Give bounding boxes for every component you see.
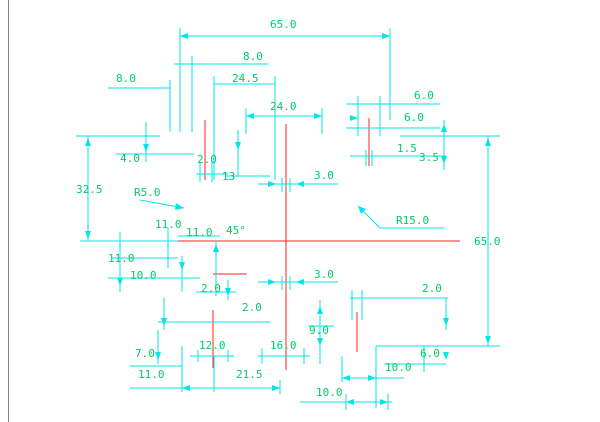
- dim-6-0-a: 6.0: [414, 89, 434, 102]
- arrowheads: [85, 33, 491, 405]
- dim-21-5: 21.5: [236, 368, 263, 381]
- dim-12-0: 12.0: [199, 339, 226, 352]
- dim-10-0-c: 10.0: [316, 386, 343, 399]
- dim-6-0-b: 6.0: [404, 111, 424, 124]
- dim-6-0-c: 6.0: [420, 347, 440, 360]
- dim-13: 13: [222, 170, 235, 183]
- dim-2-0-c: 2.0: [422, 282, 442, 295]
- dim-3-5: 3.5: [419, 151, 439, 164]
- dim-11-0-d: 11.0: [138, 368, 165, 381]
- dim-7-0: 7.0: [135, 347, 155, 360]
- dim-32-5: 32.5: [76, 183, 103, 196]
- dim-65-top: 65.0: [270, 18, 297, 31]
- angle-45: 45°: [226, 224, 246, 237]
- dim-16-0: 16.0: [270, 339, 297, 352]
- dim-9-0: 9.0: [309, 324, 329, 337]
- dimension-labels: 65.0 8.0 8.0 24.5 24.0 6.0 6.0 4.0 2.0 1…: [76, 18, 501, 399]
- dim-2-0-a: 2.0: [197, 153, 217, 166]
- dim-65-right: 65.0: [474, 235, 501, 248]
- dim-8-left: 8.0: [116, 72, 136, 85]
- radius-5: R5.0: [134, 186, 161, 199]
- dim-1-5: 1.5: [397, 142, 417, 155]
- dim-3-0-a: 3.0: [314, 169, 334, 182]
- dim-3-0-b: 3.0: [314, 268, 334, 281]
- dim-24-0: 24.0: [270, 100, 297, 113]
- dim-11-0-c: 11.0: [108, 252, 135, 265]
- dim-10-0-a: 10.0: [130, 269, 157, 282]
- dim-4-0: 4.0: [120, 152, 140, 165]
- radius-15: R15.0: [396, 214, 429, 227]
- dim-2-0-b: 2.0: [201, 282, 221, 295]
- dim-24-5: 24.5: [232, 72, 259, 85]
- dim-11-0-b: 11.0: [186, 226, 213, 239]
- center-lines: [178, 118, 460, 370]
- dim-11-0-a: 11.0: [155, 218, 182, 231]
- viewport-border: [8, 0, 9, 422]
- dim-8-mid: 8.0: [243, 50, 263, 63]
- dim-2-0-d: 2.0: [242, 301, 262, 314]
- dimension-lines: [76, 28, 500, 410]
- dim-10-0-b: 10.0: [385, 361, 412, 374]
